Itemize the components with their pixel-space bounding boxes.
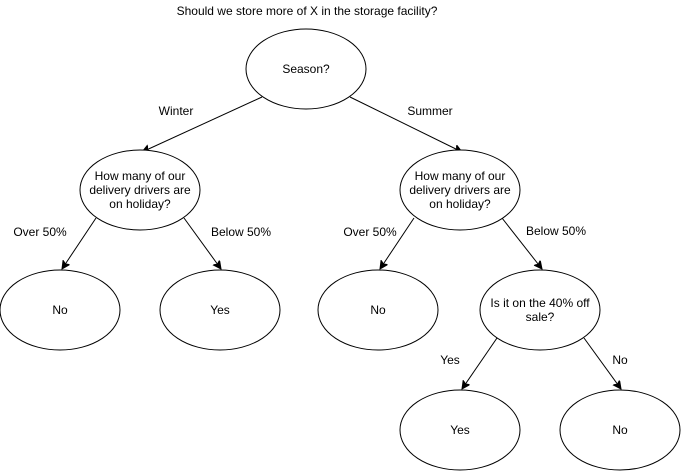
edge-sale-to-yes (462, 337, 498, 389)
node-label-line: delivery drivers are (409, 183, 511, 197)
edge-summer-to-below (501, 217, 542, 269)
node-root-label: Season? (282, 62, 330, 76)
edge-winter-to-over (62, 217, 97, 269)
node-sale-no-result: No (559, 389, 681, 471)
edge-summer-to-over (380, 217, 415, 269)
node-sale-yes-result-label: Yes (450, 423, 470, 437)
node-sale-yes-result: Yes (399, 389, 521, 471)
edge-label-winter: Winter (159, 104, 194, 118)
edge-label-winter-over: Over 50% (13, 225, 67, 239)
node-label-line: on holiday? (429, 197, 491, 211)
node-label-line: Is it on the 40% off (490, 296, 590, 310)
edge-root-to-winter (142, 96, 263, 152)
edge-winter-to-below (183, 217, 221, 269)
edge-label-summer-below: Below 50% (526, 224, 586, 238)
node-label-line: Yes (450, 423, 470, 437)
node-label-line: How many of our (415, 169, 506, 183)
node-summer-over-result-label: No (370, 303, 386, 317)
diagram-title: Should we store more of X in the storage… (177, 4, 438, 18)
node-label-line: No (370, 303, 386, 317)
node-winter-over-result: No (0, 269, 121, 351)
node-winter-below-result: Yes (159, 269, 281, 351)
node-label-line: No (52, 303, 68, 317)
node-winter-below-result-label: Yes (210, 303, 230, 317)
node-root: Season? (245, 28, 367, 110)
edge-label-summer-over: Over 50% (343, 225, 397, 239)
edge-label-summer: Summer (407, 104, 452, 118)
node-label-line: on holiday? (109, 197, 171, 211)
edge-sale-to-no (583, 337, 621, 389)
node-label-line: sale? (526, 310, 555, 324)
node-label-line: Yes (210, 303, 230, 317)
edge-label-winter-below: Below 50% (211, 225, 271, 239)
edge-label-sale-no: No (612, 353, 628, 367)
node-label-line: delivery drivers are (89, 183, 191, 197)
node-summer-over-result: No (317, 269, 439, 351)
node-label-line: No (612, 423, 628, 437)
edge-label-sale-yes: Yes (440, 353, 460, 367)
node-sale-no-result-label: No (612, 423, 628, 437)
edge-root-to-summer (349, 96, 462, 152)
node-winter-over-result-label: No (52, 303, 68, 317)
node-label-line: How many of our (95, 169, 186, 183)
node-label-line: Season? (282, 62, 330, 76)
